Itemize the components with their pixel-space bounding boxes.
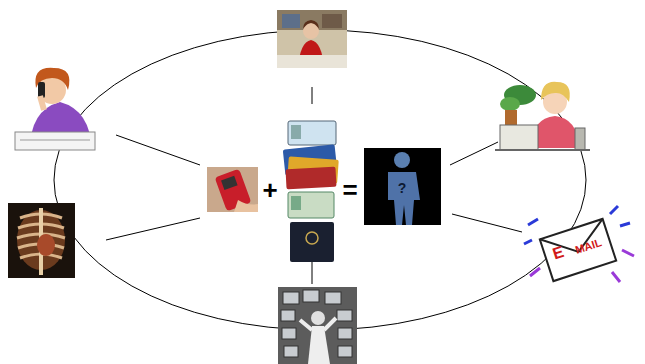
office-woman-clipart: [495, 82, 590, 150]
xray-photo: [8, 203, 75, 278]
cellphone-photo: [207, 167, 258, 212]
spokes: [106, 87, 522, 284]
screens-photo: [278, 287, 357, 364]
plus-sign: +: [262, 177, 277, 203]
phone-woman-clipart: [15, 68, 95, 150]
ring: [54, 30, 586, 330]
email-clipart: [524, 206, 634, 282]
equals-sign: =: [342, 177, 357, 203]
unknown-person: [364, 148, 441, 225]
clerk-photo: [277, 10, 347, 68]
question-mark: ?: [398, 181, 407, 195]
id-cards: [283, 121, 339, 262]
